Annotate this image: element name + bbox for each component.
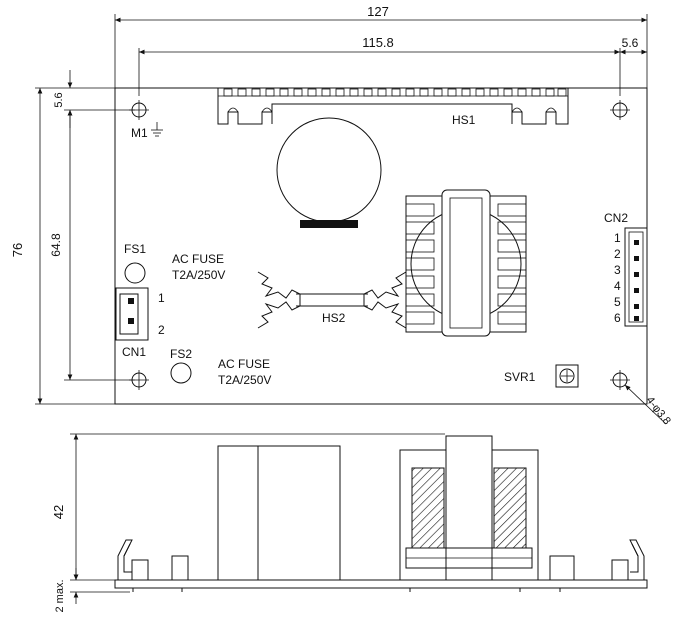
cn2-pin-label: 3 — [614, 263, 621, 277]
fs2-label: FS2 — [170, 347, 192, 361]
mount-spacing-y-label: 64.8 — [49, 233, 63, 257]
mounting-hole-icon — [610, 100, 630, 120]
fuse2-text-line1: AC FUSE — [218, 357, 270, 371]
heatsink-hs2 — [257, 271, 407, 329]
fuse-fs2 — [170, 362, 192, 384]
pcb-side-board — [114, 579, 648, 589]
pin-max-label: 2 max. — [54, 579, 66, 612]
fuse1-text-line2: T2A/250V — [172, 268, 225, 282]
cn2-pin-label: 4 — [614, 279, 621, 293]
side-small-component — [171, 555, 189, 581]
cn1-pin-label: 2 — [158, 323, 165, 337]
fs1-label: FS1 — [124, 242, 146, 256]
mount-spacing-x-label: 115.8 — [362, 35, 394, 50]
solder-pins — [132, 588, 561, 592]
hole-spec-leader: 4-φ3.8 — [624, 384, 673, 427]
mounting-clip-left — [117, 539, 149, 581]
dimension-overall-height: 76 — [10, 87, 115, 405]
edge-offset-y-label: 5.6 — [53, 92, 65, 107]
svr1-label: SVR1 — [504, 370, 536, 384]
hs2-label: HS2 — [322, 311, 346, 325]
fuse-fs1 — [124, 262, 146, 284]
overall-width-label: 127 — [367, 4, 389, 19]
cn2-pin-label: 2 — [614, 247, 621, 261]
side-right-component — [549, 555, 575, 581]
overall-height-label: 76 — [10, 243, 25, 257]
edge-offset-x-label: 5.6 — [622, 36, 639, 50]
cn2-pin-label: 6 — [614, 311, 621, 325]
cn1-pin-label: 1 — [158, 291, 165, 305]
heatsink-hs1 — [217, 88, 569, 125]
mounting-hole-icon — [610, 370, 630, 390]
dimension-component-height: 42 — [51, 433, 445, 581]
dimension-pin-max: 2 max. — [54, 568, 130, 613]
cn2-pin-label: 5 — [614, 295, 621, 309]
ground-icon — [151, 122, 163, 137]
pcb-outline — [114, 87, 648, 405]
trimmer-icon — [555, 364, 579, 388]
capacitor-side — [217, 445, 341, 581]
mounting-hole-icon — [129, 100, 149, 120]
hole-spec-label: 4-φ3.8 — [644, 394, 673, 427]
cn2-pin-label: 1 — [614, 231, 621, 245]
transformer-top — [405, 189, 527, 337]
capacitor — [276, 117, 382, 228]
transformer-side — [399, 435, 539, 581]
m1-label: M1 — [131, 126, 148, 140]
mounting-hole-icon — [129, 370, 149, 390]
connector-cn2 — [624, 227, 648, 327]
fuse2-text-line2: T2A/250V — [218, 373, 271, 387]
hs1-label: HS1 — [452, 113, 476, 127]
mounting-clip-right — [611, 539, 645, 581]
dimension-mount-spacing-x: 115.8 — [138, 35, 621, 96]
component-height-label: 42 — [51, 505, 66, 519]
dimension-overall-width: 127 — [114, 4, 648, 92]
cn2-label: CN2 — [604, 211, 628, 225]
fuse1-text-line1: AC FUSE — [172, 252, 224, 266]
dimension-mount-spacing-y: 64.8 — [49, 110, 135, 381]
cn1-label: CN1 — [122, 345, 146, 359]
dimension-edge-offset-x: 5.6 — [620, 36, 647, 55]
connector-cn1 — [115, 287, 149, 341]
dimension-edge-offset-y: 5.6 — [53, 70, 135, 128]
